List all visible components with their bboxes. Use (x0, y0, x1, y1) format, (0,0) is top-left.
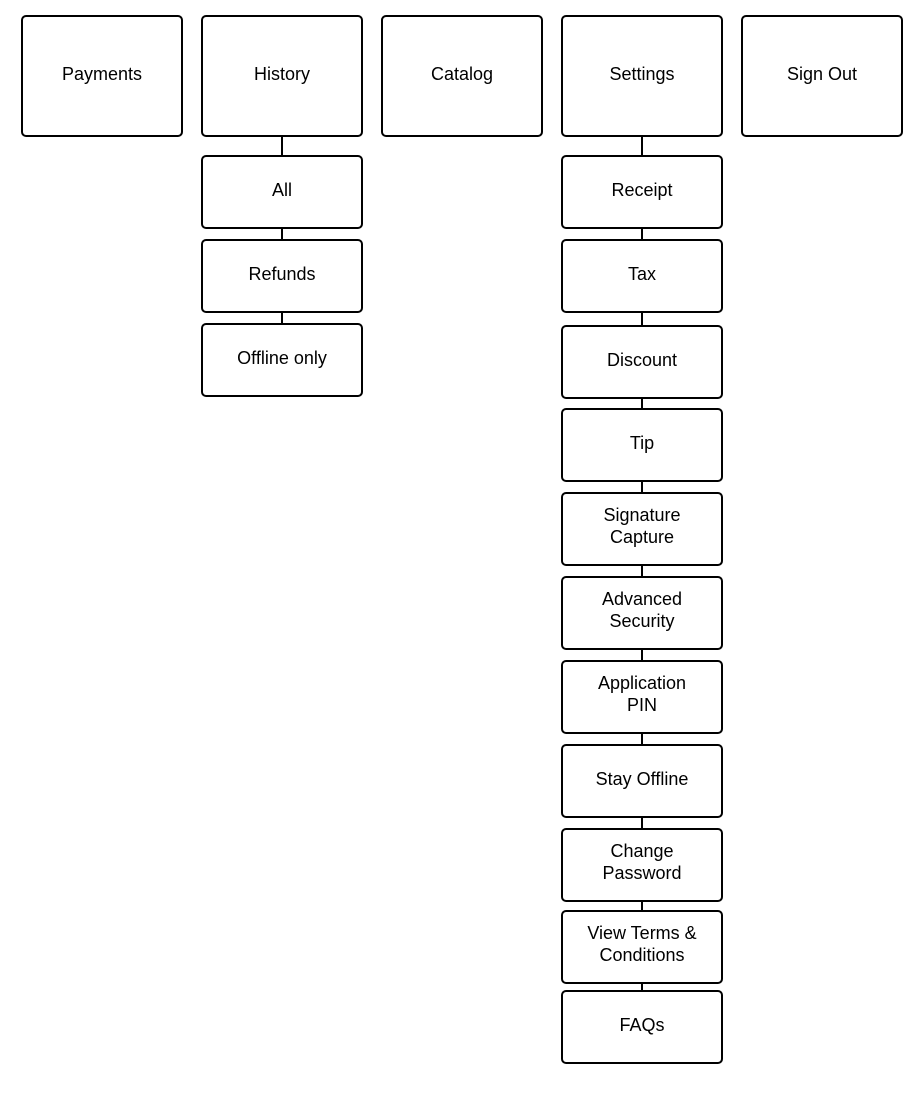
connector-all-refunds (281, 227, 283, 241)
settings-view-terms[interactable]: View Terms & Conditions (561, 910, 723, 984)
settings-tip-label: Tip (629, 433, 655, 453)
settings-application-pin-label: Application PIN (597, 673, 687, 715)
history-offline-only-label: Offline only (237, 348, 327, 368)
history-all[interactable]: All (201, 155, 363, 229)
connector-settings-receipt (641, 135, 643, 157)
history-refunds[interactable]: Refunds (201, 239, 363, 313)
connector-refunds-offline (281, 311, 283, 325)
connector-password-terms (641, 900, 643, 912)
connector-signature-security (641, 564, 643, 578)
nav-sign-out-label: Sign Out (786, 64, 858, 84)
nav-catalog[interactable]: Catalog (381, 15, 543, 137)
settings-change-password[interactable]: Change Password (561, 828, 723, 902)
settings-signature-capture[interactable]: Signature Capture (561, 492, 723, 566)
connector-pin-offline (641, 732, 643, 746)
connector-offline-password (641, 816, 643, 830)
connector-tip-signature (641, 480, 643, 494)
connector-tax-discount (641, 311, 643, 327)
nav-history[interactable]: History (201, 15, 363, 137)
settings-receipt[interactable]: Receipt (561, 155, 723, 229)
connector-security-pin (641, 648, 643, 662)
nav-settings-label: Settings (609, 64, 675, 84)
settings-application-pin[interactable]: Application PIN (561, 660, 723, 734)
nav-settings[interactable]: Settings (561, 15, 723, 137)
connector-receipt-tax (641, 227, 643, 241)
nav-payments-label: Payments (61, 64, 143, 84)
history-refunds-label: Refunds (248, 264, 316, 284)
settings-stay-offline[interactable]: Stay Offline (561, 744, 723, 818)
settings-discount[interactable]: Discount (561, 325, 723, 399)
settings-tax[interactable]: Tax (561, 239, 723, 313)
settings-signature-capture-label: Signature Capture (603, 505, 681, 547)
history-offline-only[interactable]: Offline only (201, 323, 363, 397)
settings-stay-offline-label: Stay Offline (595, 769, 689, 789)
settings-faqs[interactable]: FAQs (561, 990, 723, 1064)
settings-tax-label: Tax (627, 264, 656, 284)
settings-advanced-security-label: Advanced Security (601, 589, 683, 631)
settings-view-terms-label: View Terms & Conditions (587, 923, 697, 965)
settings-change-password-label: Change Password (602, 841, 682, 883)
connector-history-all (281, 135, 283, 157)
settings-advanced-security[interactable]: Advanced Security (561, 576, 723, 650)
connector-terms-faqs (641, 982, 643, 992)
nav-sign-out[interactable]: Sign Out (741, 15, 903, 137)
settings-receipt-label: Receipt (611, 180, 673, 200)
settings-tip[interactable]: Tip (561, 408, 723, 482)
nav-history-label: History (253, 64, 310, 84)
settings-discount-label: Discount (606, 350, 678, 370)
history-all-label: All (271, 180, 292, 200)
connector-discount-tip (641, 397, 643, 410)
nav-catalog-label: Catalog (430, 64, 494, 84)
nav-payments[interactable]: Payments (21, 15, 183, 137)
settings-faqs-label: FAQs (619, 1015, 665, 1035)
